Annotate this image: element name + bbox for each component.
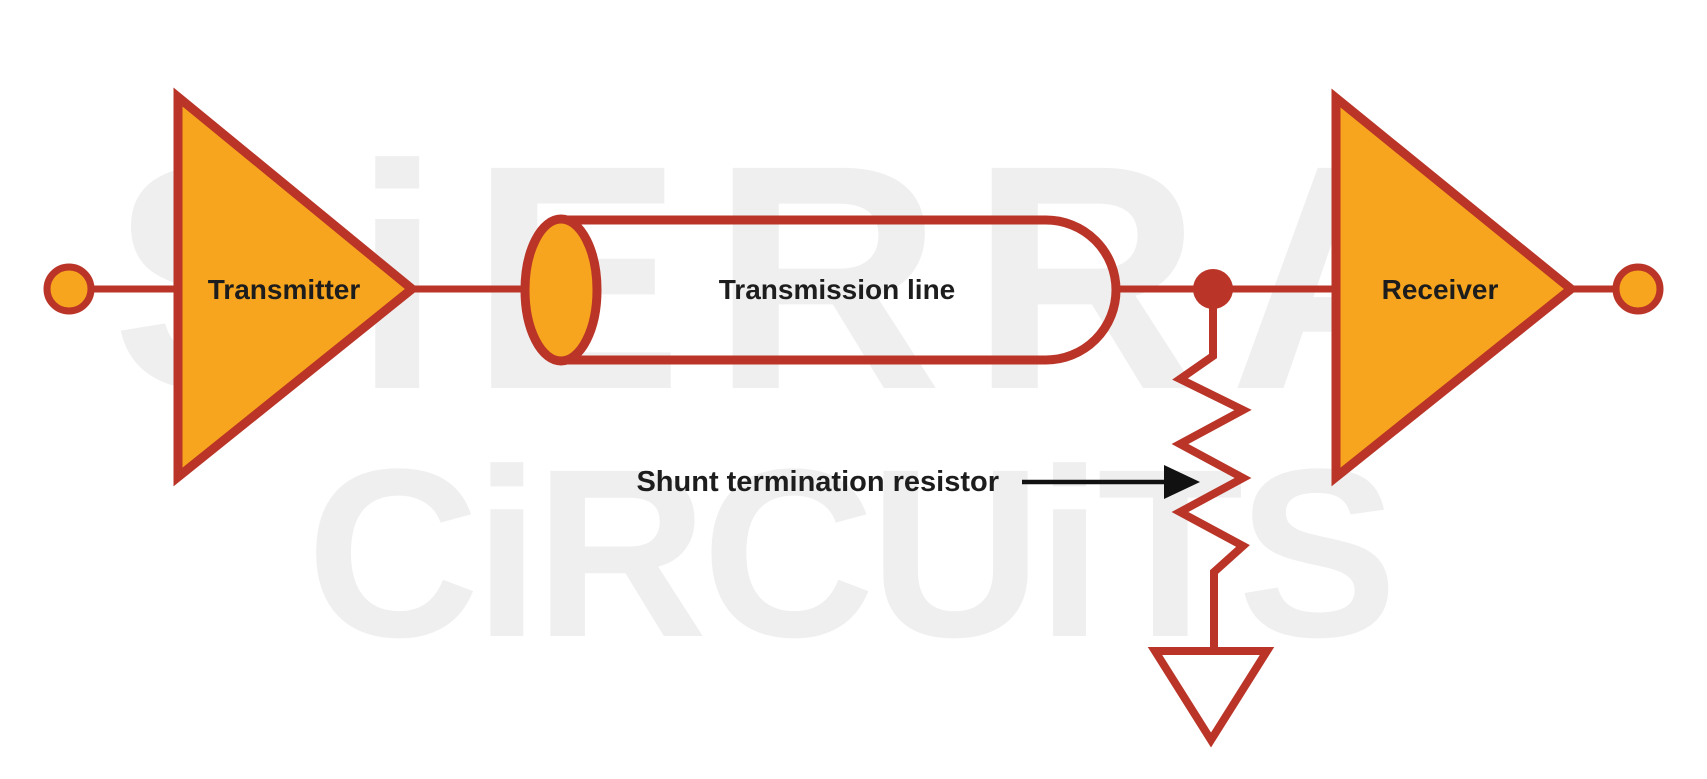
watermark-circuits: CiRCUiTS	[306, 419, 1391, 687]
receiver-triangle	[1331, 88, 1579, 487]
input-terminal-circle	[43, 263, 95, 315]
transmission-line-end-cap	[520, 214, 602, 366]
transmitter-triangle	[173, 87, 420, 487]
receiver-label: Receiver	[1382, 274, 1499, 305]
ground-symbol	[1147, 647, 1275, 748]
annotation-arrow-head-icon	[1164, 465, 1200, 499]
shunt-resistor-zigzag	[1171, 289, 1252, 651]
shunt-resistor-annotation: Shunt termination resistor	[636, 466, 999, 498]
transmission-line-label: Transmission line	[719, 274, 956, 305]
transmission-line-body	[561, 215, 1121, 365]
transmitter-label: Transmitter	[208, 274, 361, 305]
output-terminal-circle	[1612, 263, 1664, 315]
